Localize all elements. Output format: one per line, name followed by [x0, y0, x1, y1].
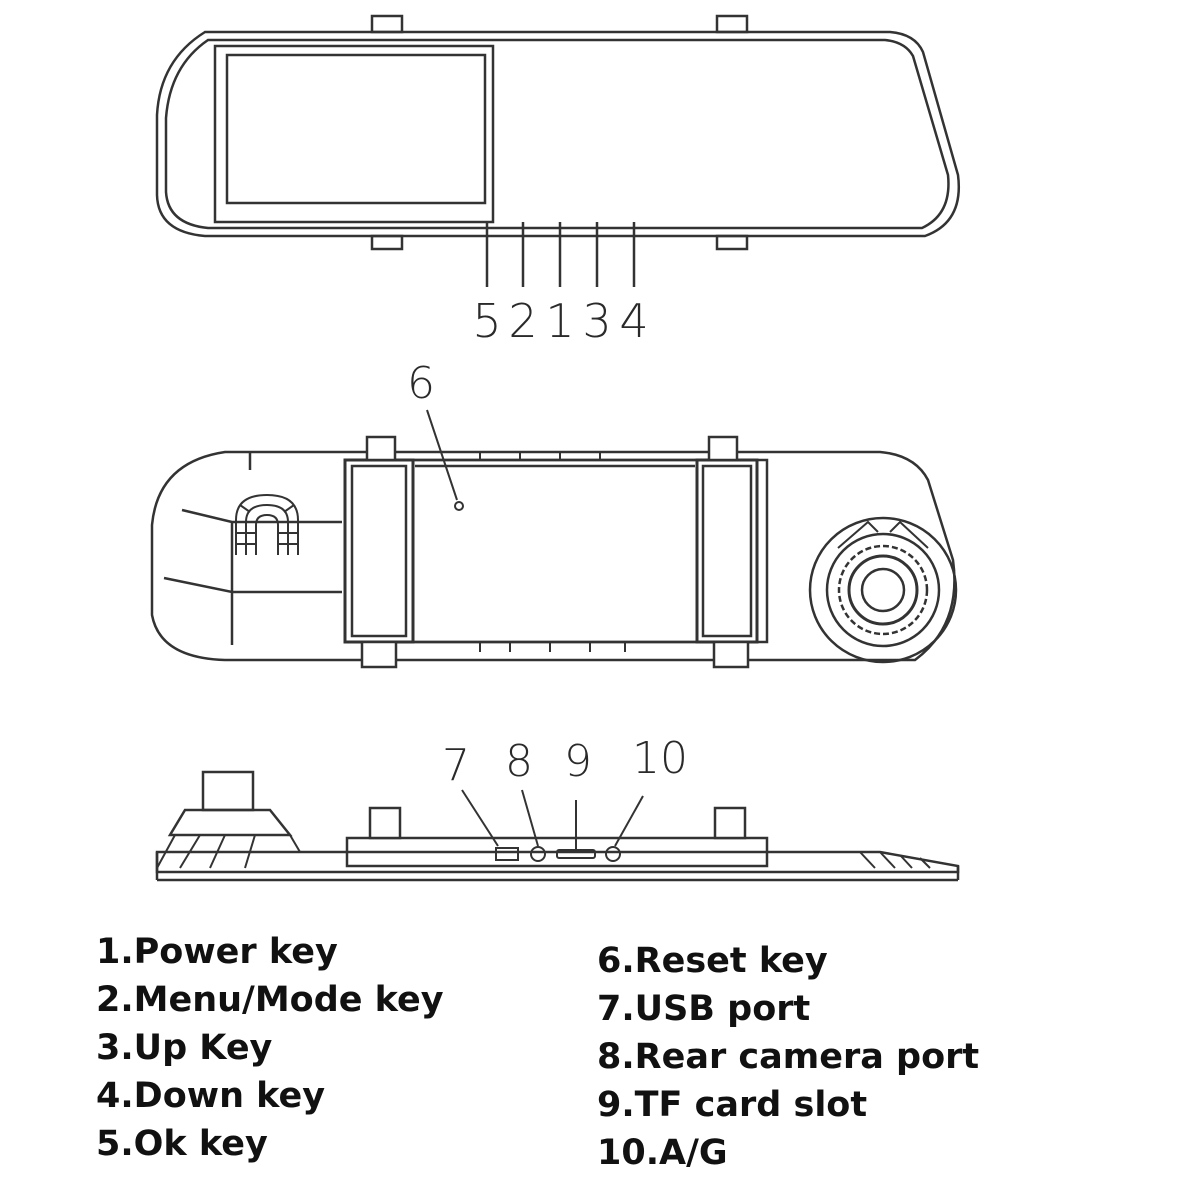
camera-lens-icon: [808, 516, 958, 664]
legend-item-up-key: 3.Up Key: [96, 1028, 273, 1068]
front-clip-bottom-right: [715, 234, 749, 251]
ag-hole-icon: [605, 846, 621, 862]
legend-item-ag: 10.A/G: [597, 1133, 728, 1173]
rear-left-panel-lines: [163, 452, 342, 645]
rear-clip-top-right: [707, 435, 739, 462]
leader-line-rear-camera-port: [521, 789, 539, 847]
usb-port-icon: [495, 847, 519, 861]
legend-item-menu-mode-key: 2.Menu/Mode key: [96, 980, 444, 1020]
reset-pinhole-icon: [454, 501, 464, 511]
left-strap: [343, 458, 415, 644]
rear-view: [150, 409, 958, 669]
right-strap-inner: [701, 464, 753, 638]
legend-item-power-key: 1.Power key: [96, 932, 338, 972]
left-strap-inner: [350, 464, 408, 638]
front-clip-top-right: [715, 14, 749, 34]
rear-center-inner: [411, 458, 699, 644]
legend-item-rear-camera-port: 8.Rear camera port: [597, 1037, 980, 1077]
bottom-view: [155, 770, 960, 882]
bottom-clip-right: [713, 806, 747, 840]
front-callouts: 5 2 1 3 4: [472, 294, 648, 348]
callout-menu-key: 2: [508, 294, 537, 348]
front-clip-bottom-left: [370, 234, 404, 251]
rear-edge-ticks: [479, 452, 626, 652]
leader-line-ag: [614, 795, 644, 847]
legend-item-down-key: 4.Down key: [96, 1076, 326, 1116]
legend-item-reset-key: 6.Reset key: [597, 941, 828, 981]
mount-knob: [201, 770, 255, 812]
callout-ok-key: 5: [472, 294, 501, 348]
rear-clip-bottom-left: [360, 640, 398, 669]
right-strap: [695, 458, 759, 644]
port-panel: [345, 836, 769, 868]
legend-item-ok-key: 5.Ok key: [96, 1124, 268, 1164]
front-view: [155, 14, 960, 287]
legend-left-column: 1.Power key 2.Menu/Mode key 3.Up Key 4.D…: [96, 928, 444, 1168]
legend-right-column: 6.Reset key 7.USB port 8.Rear camera por…: [597, 937, 979, 1177]
rear-clip-top-left: [365, 435, 397, 462]
callout-tf-card-slot: 9: [564, 736, 592, 787]
dashcam-diagram: 5 2 1 3 4: [150, 14, 960, 882]
leader-line-usb-port: [461, 789, 499, 847]
front-clip-top-left: [370, 14, 404, 34]
rear-housing-outline: [150, 450, 956, 662]
legend-item-tf-card-slot: 9.TF card slot: [597, 1085, 868, 1125]
tf-card-slot-icon: [556, 849, 596, 859]
bottom-right-hatch: [859, 851, 931, 869]
callout-usb-port: 7: [442, 740, 470, 791]
leader-line-reset-key: [426, 409, 458, 501]
front-housing-outline: [155, 30, 960, 238]
callout-rear-camera-port: 8: [505, 736, 533, 787]
callout-up-key: 3: [582, 294, 611, 348]
bottom-callouts: 7 8 9 10: [442, 733, 688, 791]
callout-power-key: 1: [545, 294, 574, 348]
rear-clip-bottom-right: [712, 640, 750, 669]
callout-down-key: 4: [619, 294, 648, 348]
mount-base: [167, 808, 293, 837]
bottom-clip-left: [368, 806, 402, 840]
callout-ag: 10: [632, 733, 688, 784]
callout-reset-key: 6: [407, 358, 435, 409]
microphone-grille-icon: [235, 493, 299, 555]
front-housing-inner-outline: [164, 38, 950, 230]
rear-camera-port-icon: [530, 846, 546, 862]
legend-item-usb-port: 7.USB port: [597, 989, 811, 1029]
screen-display: [225, 53, 487, 205]
screen-frame: [213, 44, 495, 224]
